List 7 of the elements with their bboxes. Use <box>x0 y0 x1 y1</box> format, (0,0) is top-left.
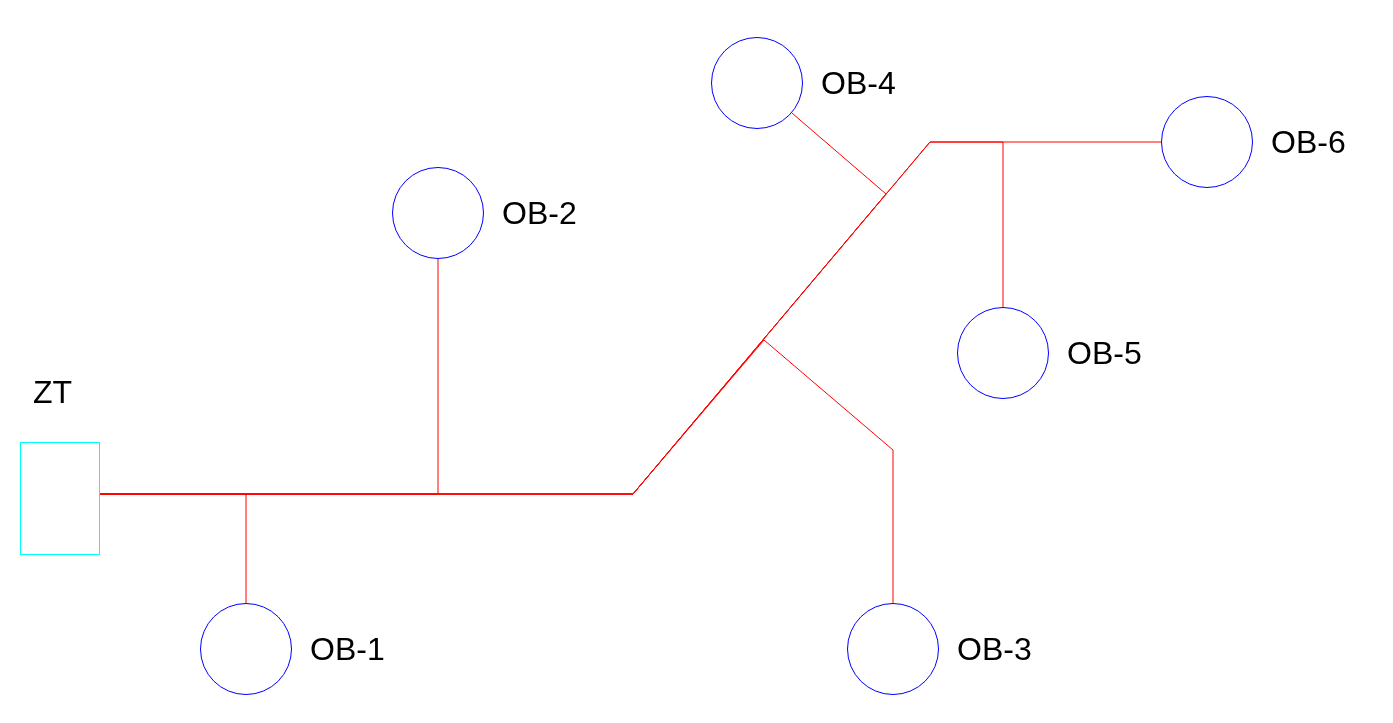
node-label: OB-3 <box>957 633 1032 665</box>
node-label: ZT <box>33 376 73 408</box>
node-label: OB-4 <box>821 67 896 99</box>
node-label: OB-2 <box>502 197 577 229</box>
node-label: OB-5 <box>1067 337 1142 369</box>
node-label: OB-1 <box>310 633 385 665</box>
node-label: OB-6 <box>1271 126 1346 158</box>
